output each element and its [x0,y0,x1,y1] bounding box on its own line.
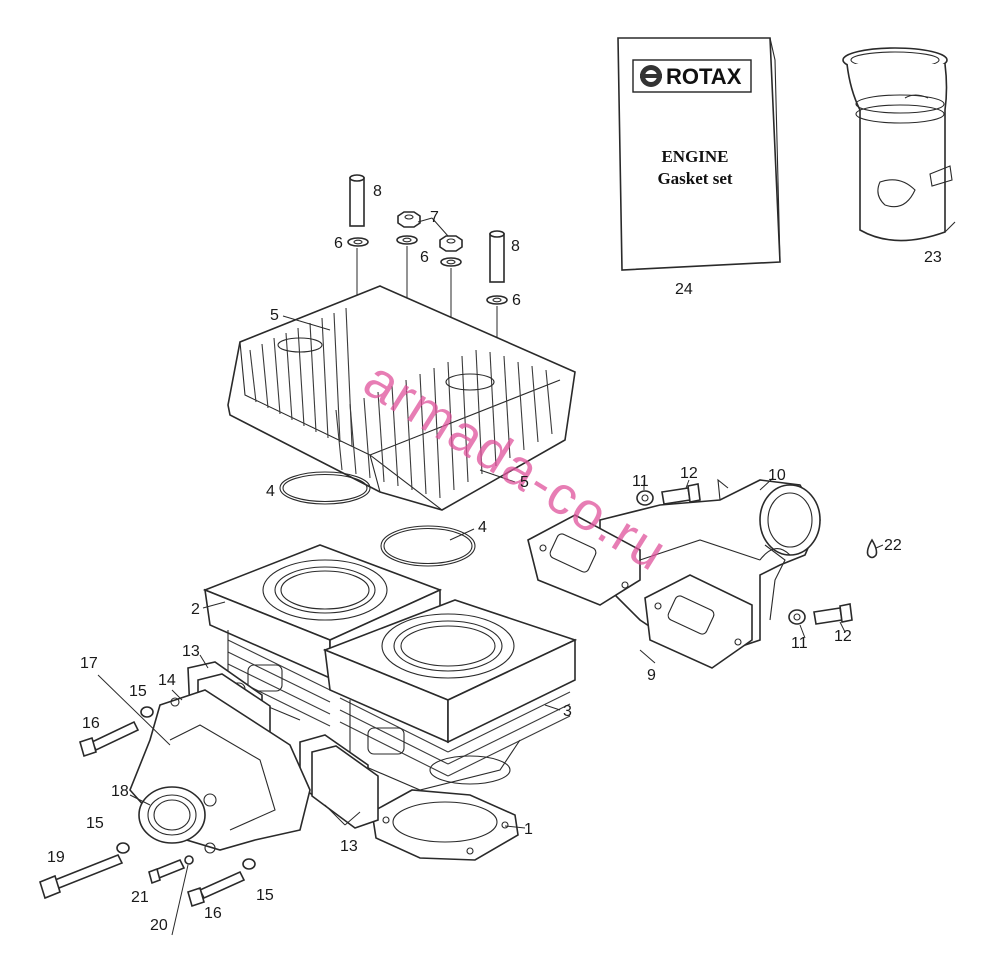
label-11b: 11 [791,635,808,652]
label-6c: 6 [512,292,521,309]
book-title-line2: Gasket set [657,169,732,188]
label-21: 21 [131,889,149,906]
exhaust-gaskets [527,514,753,669]
callout-labels: 1 2 3 4 4 5 5 6 6 6 7 8 8 9 10 11 11 12 … [47,183,942,934]
label-11a: 11 [632,473,649,490]
cylinder-head [227,285,576,511]
label-15a: 15 [129,683,147,700]
label-8a: 8 [373,183,382,200]
label-14: 14 [158,672,176,689]
label-17: 17 [80,655,98,672]
label-7: 7 [430,209,439,226]
leader-lines [97,217,884,936]
cylinder-head-hardware [347,174,508,395]
book-title-line1: ENGINE [661,147,728,166]
label-1: 1 [524,821,533,838]
label-15c: 15 [256,887,274,904]
label-5b: 5 [520,474,529,491]
label-12b: 12 [834,628,852,645]
base-gasket [371,789,519,861]
label-9: 9 [647,667,656,684]
label-10: 10 [768,467,786,484]
label-8b: 8 [511,238,520,255]
book-brand: ROTAX [666,64,742,89]
exhaust-bolts [636,483,878,625]
label-6b: 6 [420,249,429,266]
intake-manifold [129,689,311,854]
label-6a: 6 [334,235,343,252]
label-22: 22 [884,537,902,554]
label-12a: 12 [680,465,698,482]
cylinder-liner [842,47,956,242]
label-4b: 4 [478,519,487,536]
intake-hardware [39,706,256,908]
label-2: 2 [191,601,200,618]
label-16b: 16 [204,905,222,922]
label-23: 23 [924,249,942,266]
label-3: 3 [563,703,572,720]
cylinders [202,544,578,791]
label-4a: 4 [266,483,275,500]
label-13b: 13 [340,838,358,855]
head-o-rings [279,471,476,567]
gasket-set-booklet: ROTAX ENGINE Gasket set [617,37,781,271]
label-13a: 13 [182,643,200,660]
label-20: 20 [150,917,168,934]
label-5a: 5 [270,307,279,324]
label-15b: 15 [86,815,104,832]
label-16a: 16 [82,715,100,732]
label-18: 18 [111,783,129,800]
label-24: 24 [675,281,693,298]
label-19: 19 [47,849,65,866]
rotax-logo-icon [640,65,662,87]
